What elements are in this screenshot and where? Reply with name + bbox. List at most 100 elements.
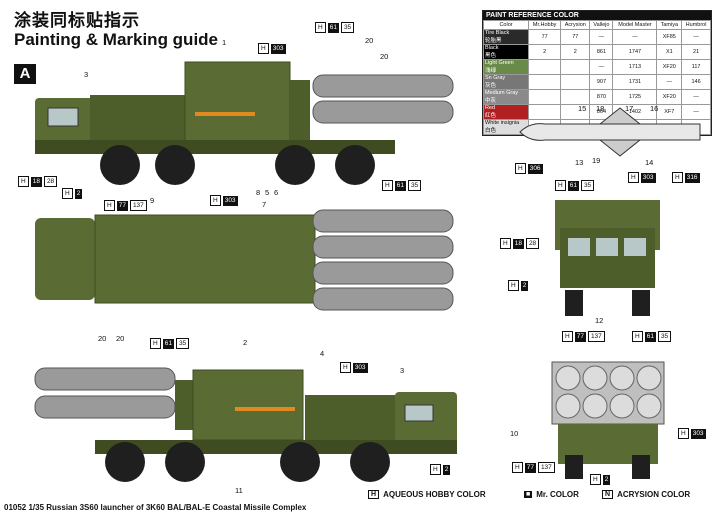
- missile-tube: [312, 235, 454, 259]
- part-number: 7: [262, 200, 267, 209]
- cell: —: [612, 29, 658, 45]
- part-number: 6: [274, 188, 279, 197]
- part-number: 16: [650, 104, 659, 113]
- part-number: 12: [595, 316, 604, 325]
- canister: [636, 365, 662, 391]
- cab-window: [47, 107, 79, 127]
- cell: 1747: [612, 44, 658, 60]
- canister: [555, 393, 581, 419]
- side-view-right-profile: [34, 367, 457, 482]
- equipment-box: [305, 395, 395, 440]
- chassis: [95, 440, 457, 454]
- cell: 117: [681, 59, 711, 75]
- front-tire: [565, 290, 583, 316]
- stripe-ribbon: [195, 112, 255, 116]
- wheel: [280, 442, 320, 482]
- footer-caption: 01052 1/35 Russian 3S60 launcher of 3K60…: [4, 503, 307, 512]
- part-number: 8: [256, 188, 261, 197]
- wheel: [105, 442, 145, 482]
- missile-tube: [312, 261, 454, 285]
- canister: [609, 393, 635, 419]
- part-number: 18: [596, 104, 605, 113]
- part-number: 11: [235, 486, 243, 495]
- launcher-rear: [175, 380, 195, 430]
- part-number: 9: [150, 196, 155, 205]
- part-number: 20: [365, 36, 374, 45]
- cell: —: [681, 29, 711, 45]
- top-cab: [35, 218, 95, 300]
- canister: [636, 393, 662, 419]
- wheel: [335, 145, 375, 185]
- wheel: [275, 145, 315, 185]
- paint-reference-title: PAINT REFERENCE COLOR: [483, 11, 711, 20]
- part-number: 1: [222, 38, 227, 47]
- part-number: 3: [84, 70, 89, 79]
- rear-tire: [565, 455, 583, 479]
- missile-tube: [312, 209, 454, 233]
- cab-window: [404, 404, 434, 422]
- part-number: 2: [243, 338, 248, 347]
- cell: —: [681, 89, 711, 105]
- top-view: [35, 209, 454, 311]
- front-window: [624, 238, 646, 256]
- launcher-module: [184, 61, 291, 143]
- rear-tire: [632, 455, 650, 479]
- part-number: 10: [510, 429, 519, 438]
- cell: 864: [589, 104, 614, 120]
- top-body: [94, 214, 316, 304]
- missile-body: [519, 123, 701, 141]
- rear-view: [551, 361, 665, 479]
- canister: [609, 365, 635, 391]
- part-number: 4: [320, 349, 325, 358]
- wheel: [350, 442, 390, 482]
- scheme-letter: A: [14, 64, 36, 84]
- part-number: 13: [575, 158, 584, 167]
- stripe-ribbon: [235, 407, 295, 411]
- missile-tube: [312, 74, 454, 98]
- legend-mr-color: ■Mr. COLOR: [524, 490, 579, 499]
- part-number: 15: [578, 104, 587, 113]
- canister: [555, 365, 581, 391]
- wheel: [155, 145, 195, 185]
- part-number: 3: [400, 366, 405, 375]
- part-number: 19: [592, 156, 601, 165]
- part-number: 20: [116, 334, 125, 343]
- wheel: [165, 442, 205, 482]
- front-window: [568, 238, 590, 256]
- missile-tube: [312, 100, 454, 124]
- launcher-module: [192, 369, 304, 441]
- part-number: 20: [98, 334, 107, 343]
- missile-drawing: [519, 107, 701, 157]
- missile-wing: [598, 107, 642, 125]
- front-cab: [560, 228, 655, 288]
- part-number: 14: [645, 158, 654, 167]
- front-window: [596, 238, 618, 256]
- part-number: 20: [380, 52, 389, 61]
- side-view-left-profile: [35, 61, 454, 185]
- missile-tube: [34, 367, 176, 391]
